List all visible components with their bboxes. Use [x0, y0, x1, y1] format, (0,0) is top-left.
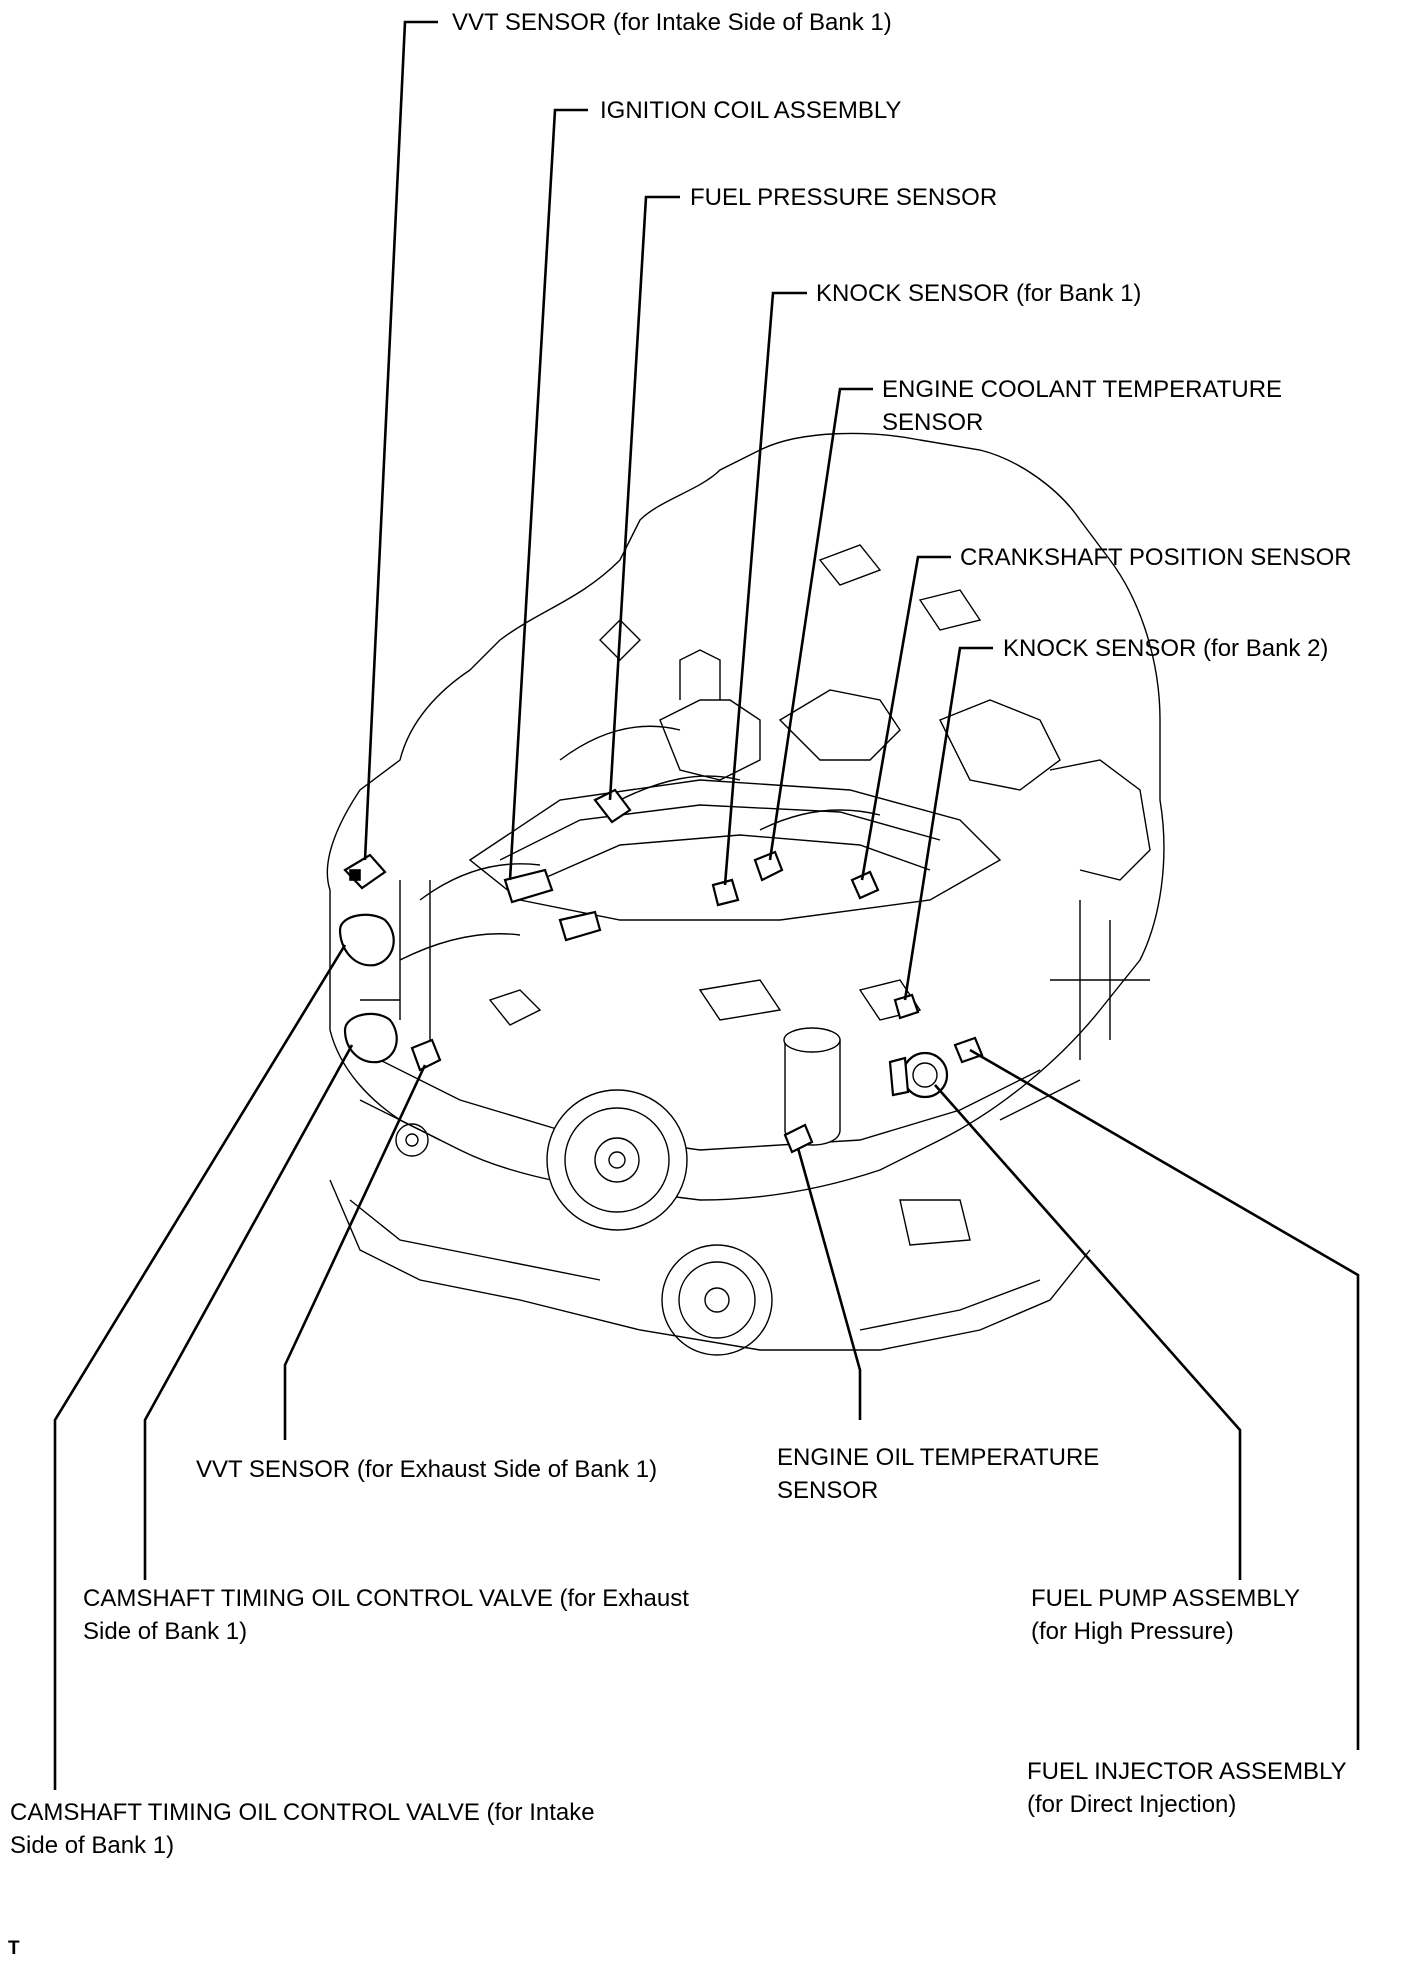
vvt-exhaust-sensor-part: [410, 1038, 442, 1072]
label-ocv-exhaust-line1: CAMSHAFT TIMING OIL CONTROL VALVE (for E…: [83, 1585, 689, 1612]
label-vvt-exhaust: VVT SENSOR (for Exhaust Side of Bank 1): [196, 1456, 658, 1483]
leader-knock-bank1: [723, 291, 807, 886]
corner-mark: T: [8, 1938, 20, 1959]
label-ocv-intake: CAMSHAFT TIMING OIL CONTROL VALVE (for I…: [10, 1796, 595, 1862]
label-ignition-coil: IGNITION COIL ASSEMBLY: [600, 97, 902, 124]
crank-pulley: [546, 1089, 688, 1231]
label-crankshaft: CRANKSHAFT POSITION SENSOR: [960, 544, 1352, 571]
coolant-temp-part: [753, 850, 784, 882]
label-ocv-exhaust-line2: Side of Bank 1): [83, 1618, 248, 1645]
label-oil-temp-line1: ENGINE OIL TEMPERATURE: [777, 1444, 1100, 1471]
leader-injector: [969, 1048, 1360, 1750]
leader-fuel-pressure: [608, 195, 680, 801]
label-knock-bank1: KNOCK SENSOR (for Bank 1): [816, 280, 1142, 307]
label-injector-line2: (for Direct Injection): [1027, 1791, 1237, 1818]
label-oil-temp: ENGINE OIL TEMPERATURE SENSOR: [777, 1441, 1099, 1507]
oil-temp-part: [783, 1123, 814, 1154]
leader-ocv-intake: [53, 944, 347, 1790]
label-fuel-pump-line1: FUEL PUMP ASSEMBLY: [1031, 1585, 1300, 1612]
label-vvt-intake: VVT SENSOR (for Intake Side of Bank 1): [452, 9, 892, 36]
label-ocv-intake-line2: Side of Bank 1): [10, 1832, 175, 1859]
leader-knock-bank2: [903, 646, 993, 1001]
leader-coolant-temp: [768, 387, 873, 861]
leader-oil-temp: [796, 1147, 862, 1420]
label-coolant-temp-line2: SENSOR: [882, 409, 984, 436]
ignition-coil-part-1: [503, 868, 554, 904]
accessory-pulley: [661, 1244, 773, 1356]
label-coolant-temp: ENGINE COOLANT TEMPERATURE SENSOR: [882, 373, 1282, 439]
leader-crankshaft: [860, 555, 951, 881]
ocv-exhaust-part: [343, 1012, 398, 1064]
injector-part: [953, 1036, 984, 1064]
label-fuel-pressure: FUEL PRESSURE SENSOR: [690, 184, 998, 211]
label-fuel-pump: FUEL PUMP ASSEMBLY (for High Pressure): [1031, 1582, 1300, 1648]
leader-lines: [53, 20, 1360, 1790]
leader-ocv-exhaust: [143, 1044, 354, 1580]
leader-vvt-intake: [363, 20, 438, 861]
label-injector-line1: FUEL INJECTOR ASSEMBLY: [1027, 1758, 1347, 1785]
ocv-intake-part: [338, 913, 395, 967]
ignition-coil-part-2: [558, 910, 602, 942]
leader-ignition-coil: [508, 108, 588, 881]
oil-filter: [783, 1027, 841, 1146]
label-oil-temp-line2: SENSOR: [777, 1477, 879, 1504]
fuel-pressure-sensor-part: [593, 788, 632, 824]
label-ocv-intake-line1: CAMSHAFT TIMING OIL CONTROL VALVE (for I…: [10, 1799, 595, 1826]
leader-fuel-pump: [934, 1084, 1242, 1580]
label-fuel-pump-line2: (for High Pressure): [1031, 1618, 1234, 1645]
leader-vvt-exhaust: [283, 1064, 427, 1440]
component-markers: [338, 788, 984, 1154]
label-coolant-temp-line1: ENGINE COOLANT TEMPERATURE: [882, 376, 1283, 403]
label-knock-bank2: KNOCK SENSOR (for Bank 2): [1003, 635, 1329, 662]
label-ocv-exhaust: CAMSHAFT TIMING OIL CONTROL VALVE (for E…: [83, 1582, 689, 1648]
label-injector: FUEL INJECTOR ASSEMBLY (for Direct Injec…: [1027, 1755, 1347, 1821]
